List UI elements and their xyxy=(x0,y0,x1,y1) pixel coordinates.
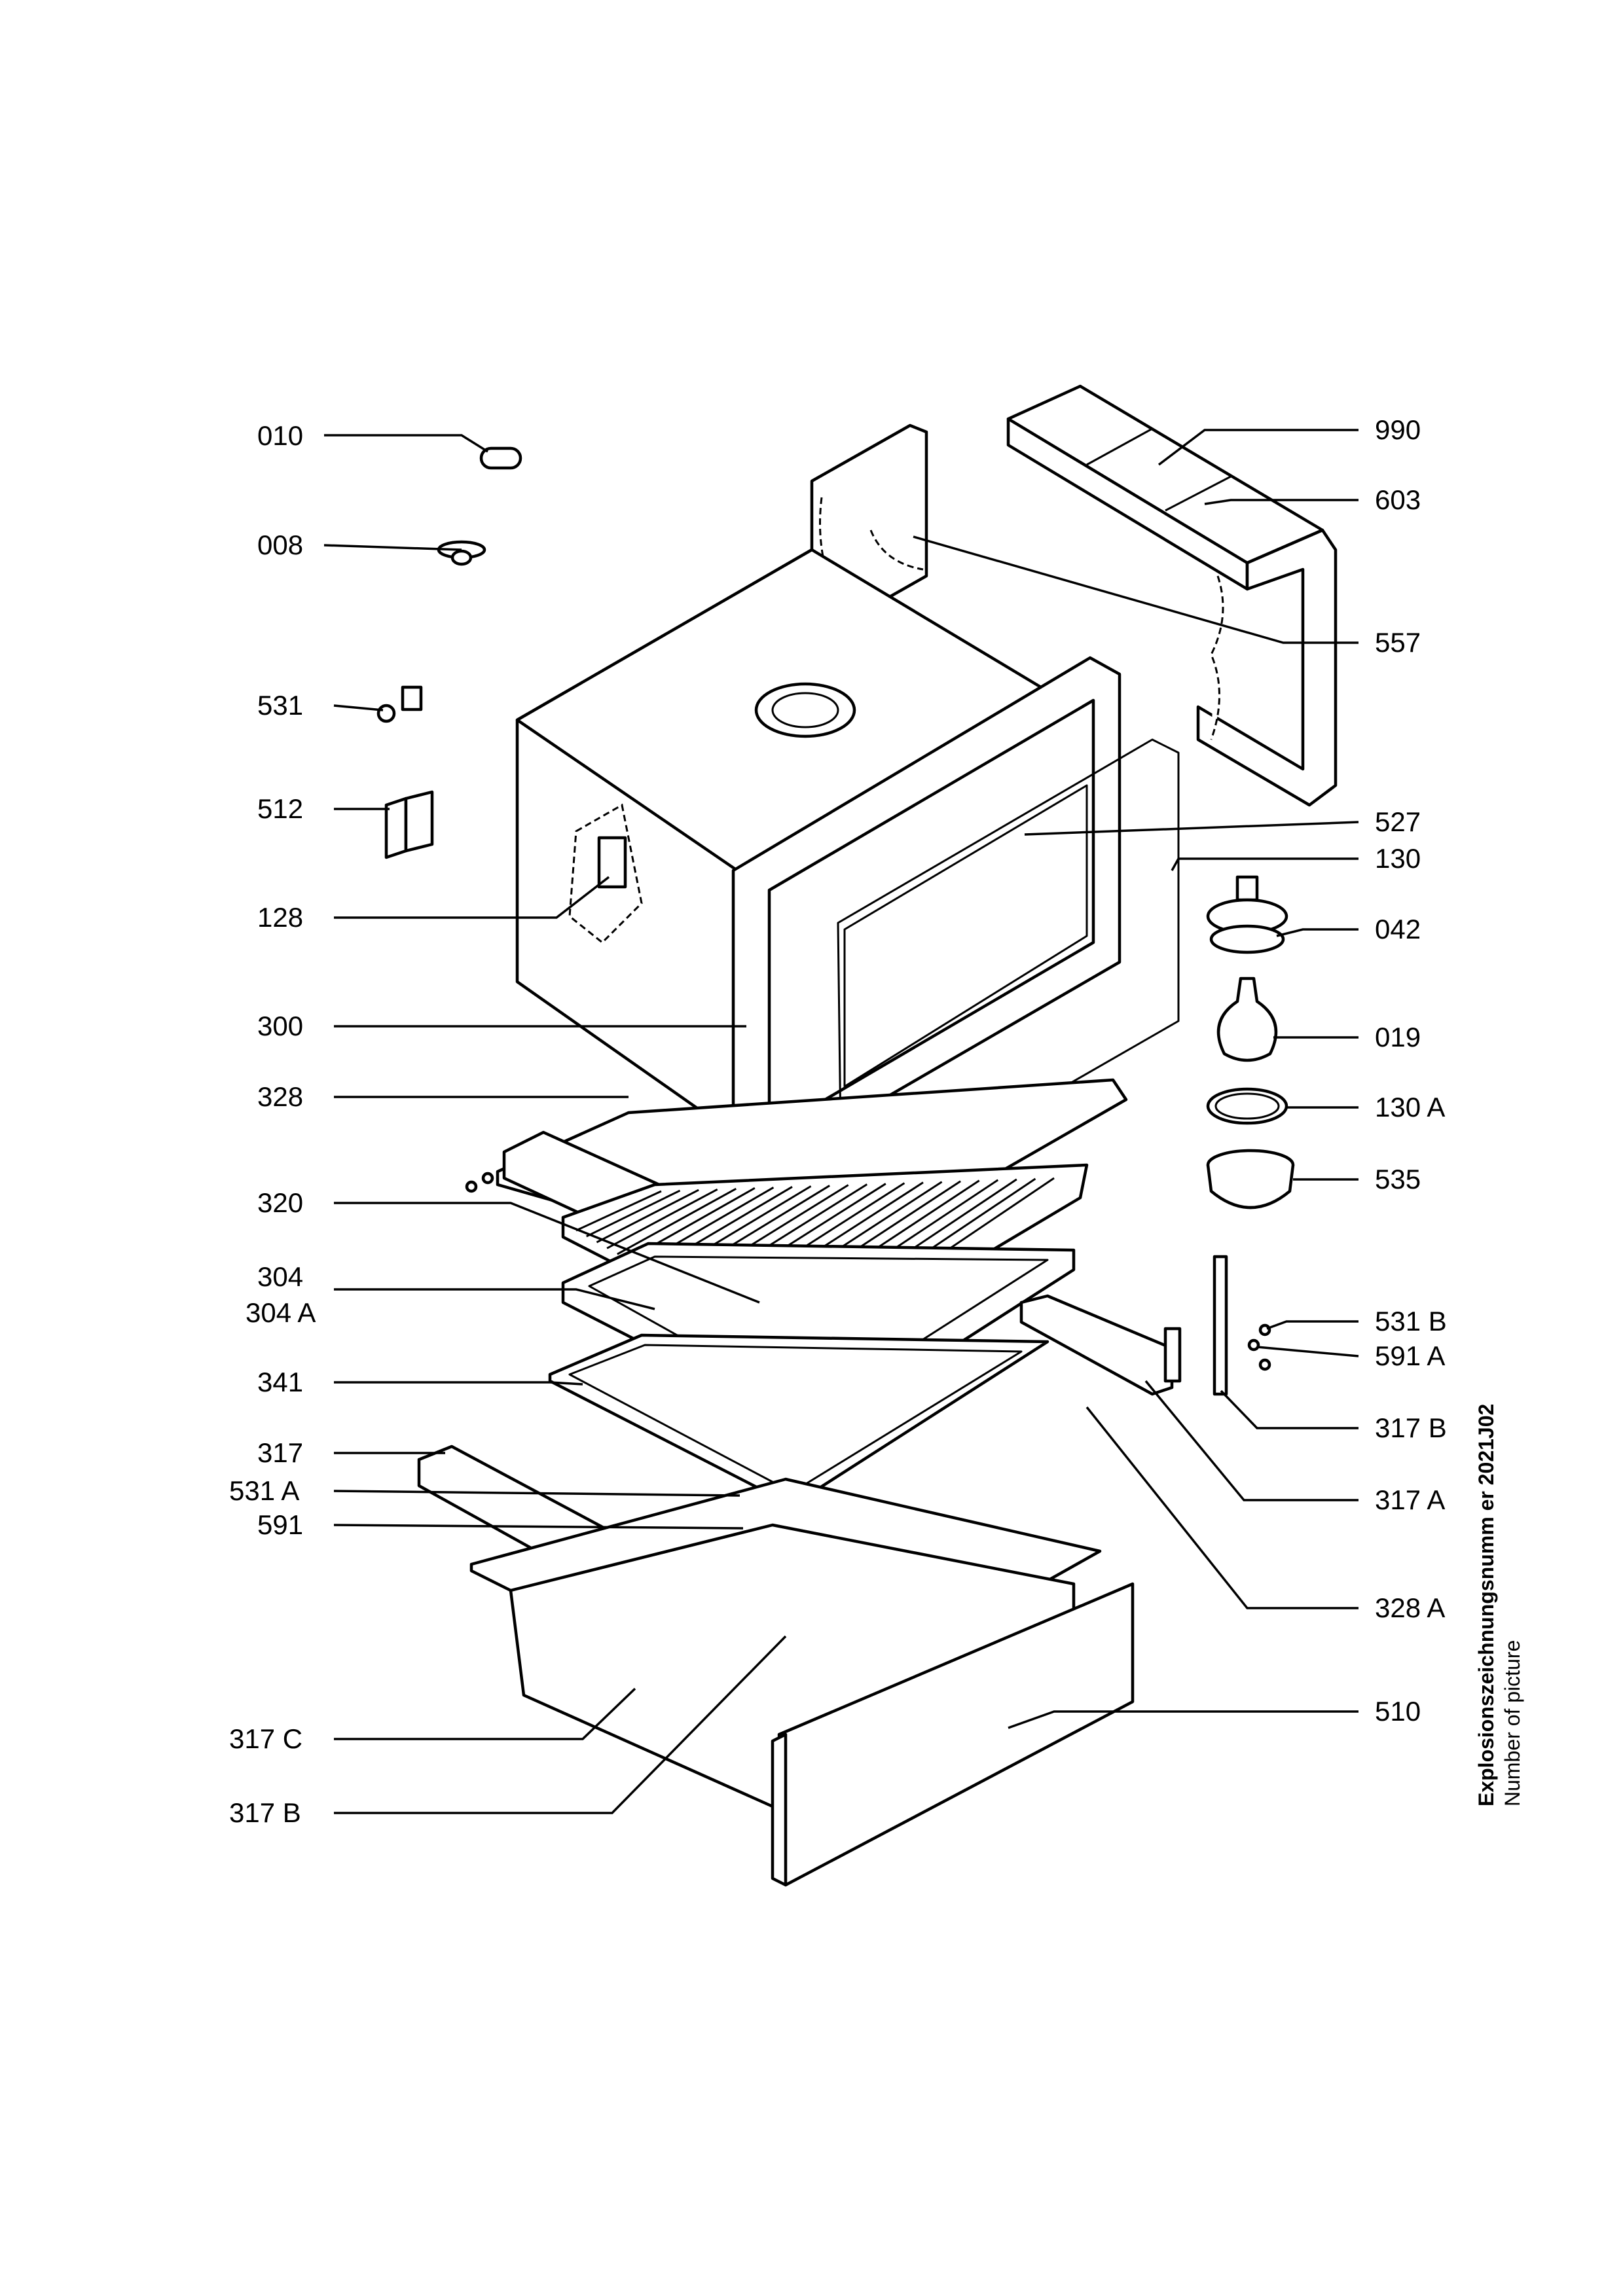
callout-304A: 304 A xyxy=(246,1297,316,1328)
leader-328A xyxy=(1085,1406,1359,1609)
right-rail-part xyxy=(1019,1294,1182,1396)
leader-317B-left xyxy=(334,1635,787,1814)
drawing-number: 2021J02 xyxy=(1474,1403,1498,1486)
callout-328: 328 xyxy=(257,1081,303,1112)
callout-317: 317 xyxy=(257,1437,303,1468)
callout-320: 320 xyxy=(257,1187,303,1218)
leader-591 xyxy=(333,1524,744,1530)
leader-lines xyxy=(323,429,1359,1814)
oven-body-part xyxy=(515,548,1122,1167)
lamp-socket-part xyxy=(1206,875,1288,954)
drawer-part xyxy=(469,1477,1135,1887)
top-insulation-part xyxy=(1006,384,1338,807)
callout-527: 527 xyxy=(1375,806,1421,837)
callout-labels-right: 990 603 557 527 130 042 019 130 A 535 53… xyxy=(1375,414,1447,1727)
leader-341 xyxy=(334,1381,583,1386)
parts-drawing xyxy=(376,384,1338,1887)
lamp-bulb-part xyxy=(1216,977,1278,1062)
shelf-wire xyxy=(596,1189,699,1244)
callout-591: 591 xyxy=(257,1509,303,1540)
drawing-number-label: Explosionszeichnungsnumm er xyxy=(1474,1491,1498,1806)
leader-603 xyxy=(1204,499,1359,505)
callout-008: 008 xyxy=(257,529,303,560)
tray-frame-part xyxy=(548,1333,1049,1507)
leader-317A xyxy=(1144,1380,1359,1501)
shelf-wire xyxy=(586,1189,681,1238)
callout-557: 557 xyxy=(1375,627,1421,658)
leader-304 xyxy=(334,1288,655,1310)
leader-008 xyxy=(323,544,462,551)
callout-300: 300 xyxy=(257,1011,303,1041)
bracket-part xyxy=(384,790,434,859)
callout-304: 304 xyxy=(257,1261,303,1292)
leader-130 xyxy=(1171,857,1359,871)
leader-527 xyxy=(1024,821,1359,836)
callout-535: 535 xyxy=(1375,1164,1421,1194)
drawing-number-line: Explosionszeichnungsnumm er 2021J02 xyxy=(1473,1322,1499,1806)
leader-317B xyxy=(1220,1390,1359,1429)
callout-990: 990 xyxy=(1375,414,1421,445)
knob-part xyxy=(437,540,486,566)
callout-317C: 317 C xyxy=(229,1723,302,1754)
leader-531B xyxy=(1266,1320,1359,1330)
callout-019: 019 xyxy=(1375,1022,1421,1052)
callout-128: 128 xyxy=(257,902,303,933)
leader-042 xyxy=(1276,928,1359,937)
leader-557 xyxy=(913,535,1359,644)
callout-328A: 328 A xyxy=(1375,1592,1445,1623)
leader-990 xyxy=(1158,429,1359,466)
leader-531A xyxy=(333,1490,740,1497)
screw-part xyxy=(376,685,423,723)
callout-531A: 531 A xyxy=(229,1475,299,1506)
callout-603: 603 xyxy=(1375,484,1421,515)
leader-128 xyxy=(334,876,610,919)
leader-010 xyxy=(324,434,488,453)
shelf-wire xyxy=(617,1187,737,1255)
leader-320 xyxy=(334,1202,760,1304)
drawing-number-block: Explosionszeichnungsnumm er 2021J02 Numb… xyxy=(1473,1322,1552,1806)
callout-317A: 317 A xyxy=(1375,1484,1445,1515)
callout-130A: 130 A xyxy=(1375,1092,1445,1122)
callout-130: 130 xyxy=(1375,843,1421,874)
callout-042: 042 xyxy=(1375,914,1421,944)
drawing-caption: Number of picture xyxy=(1501,1640,1524,1806)
leader-531 xyxy=(333,704,384,711)
leader-510 xyxy=(1008,1710,1359,1729)
lamp-ring-part xyxy=(1206,1087,1288,1125)
callout-591A: 591 A xyxy=(1375,1340,1445,1371)
callout-317B: 317 B xyxy=(1375,1412,1447,1443)
hinge-part xyxy=(479,446,522,470)
callout-531B: 531 B xyxy=(1375,1306,1447,1336)
callout-010: 010 xyxy=(257,420,303,451)
callout-labels-left: 010 008 531 512 128 300 328 320 304 304 … xyxy=(229,420,316,1828)
shelf-wire xyxy=(606,1188,718,1249)
callout-510: 510 xyxy=(1375,1696,1421,1727)
callout-317B-left: 317 B xyxy=(229,1797,301,1828)
shelf-wire xyxy=(575,1190,662,1232)
callout-531: 531 xyxy=(257,690,303,721)
leader-317C xyxy=(334,1687,636,1740)
leader-591A xyxy=(1256,1346,1359,1357)
callout-341: 341 xyxy=(257,1367,303,1397)
callout-512: 512 xyxy=(257,793,303,824)
lamp-cover-part xyxy=(1206,1149,1295,1210)
